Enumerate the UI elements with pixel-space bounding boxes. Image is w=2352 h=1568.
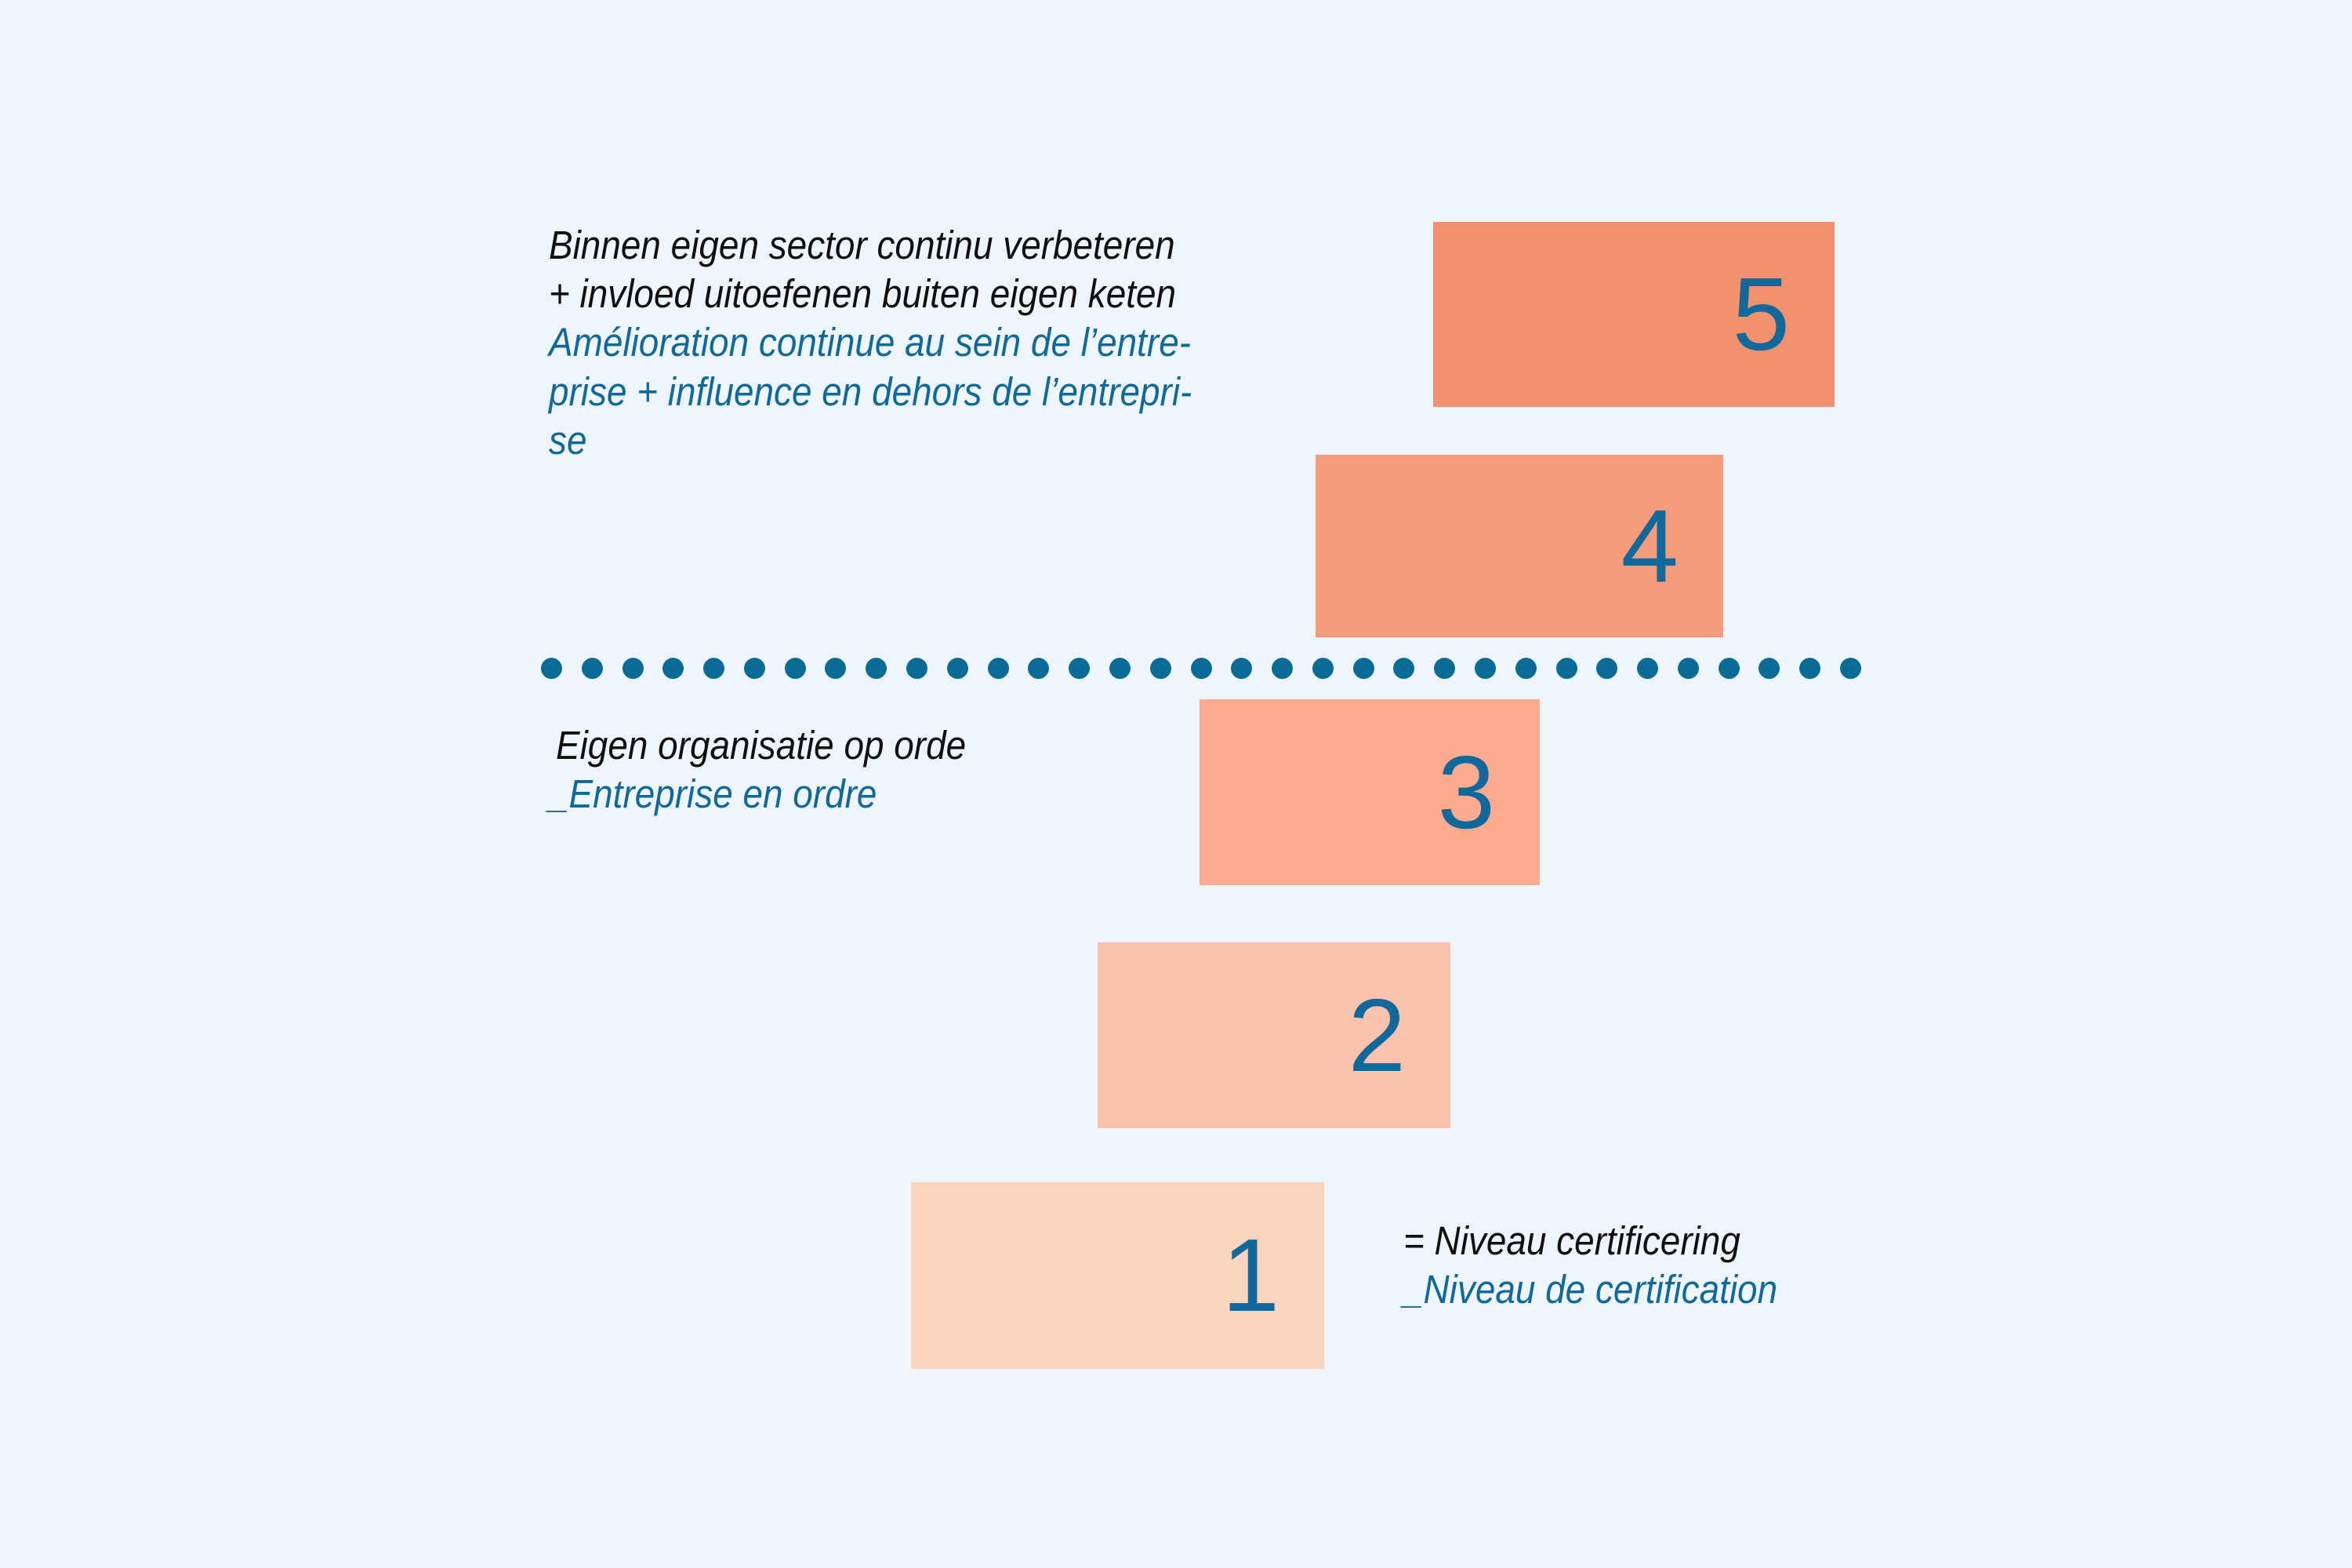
certification-legend-block: = Niveau certificering _Niveau de certif… xyxy=(1403,1217,2031,1314)
divider-dot xyxy=(1069,657,1091,679)
divider-dot xyxy=(622,657,644,679)
legend-fr-line-1: _Niveau de certification xyxy=(1403,1267,1778,1312)
top-description-block: Binnen eigen sector continu verbeteren +… xyxy=(549,221,1333,465)
level-bar-5-number: 5 xyxy=(1732,256,1790,372)
level-bar-4-number: 4 xyxy=(1621,488,1679,604)
divider-dot xyxy=(1190,657,1212,679)
divider-dot xyxy=(825,657,847,679)
divider-dot xyxy=(1637,657,1659,679)
divider-dot xyxy=(946,657,968,679)
divider-dot xyxy=(1555,657,1577,679)
level-bar-4: 4 xyxy=(1316,455,1723,637)
divider-dot xyxy=(1352,657,1374,679)
divider-dot xyxy=(662,657,684,679)
divider-dot xyxy=(703,657,725,679)
level-bar-3: 3 xyxy=(1200,699,1540,885)
divider-dot xyxy=(1393,657,1415,679)
divider-dot xyxy=(1515,657,1537,679)
divider-dot xyxy=(1434,657,1456,679)
divider-dot xyxy=(581,657,603,679)
divider-dot xyxy=(1840,657,1861,679)
divider-dot xyxy=(1312,657,1334,679)
top-fr-line-2: prise + influence en dehors de l’entrepr… xyxy=(549,368,1192,414)
level-bar-2-number: 2 xyxy=(1348,977,1406,1093)
level-bar-2: 2 xyxy=(1098,942,1450,1128)
level-bar-3-number: 3 xyxy=(1437,734,1495,850)
top-fr-line-3: se xyxy=(549,417,587,463)
level-bar-1: 1 xyxy=(911,1182,1324,1369)
divider-dot xyxy=(866,657,887,679)
middle-description-block: Eigen organisatie op orde _Entreprise en… xyxy=(549,721,1333,818)
middle-fr-line-1: _Entreprise en ordre xyxy=(549,771,877,817)
divider-dot xyxy=(1109,657,1131,679)
divider-dot xyxy=(906,657,928,679)
divider-dot xyxy=(1677,657,1699,679)
divider-dot xyxy=(743,657,765,679)
top-fr-line-1: Amélioration continue au sein de l’entre… xyxy=(549,320,1192,365)
divider-dot xyxy=(541,657,562,679)
level-bar-1-number: 1 xyxy=(1221,1218,1279,1333)
divider-dot xyxy=(987,657,1009,679)
divider-dot xyxy=(1231,657,1253,679)
divider-dot xyxy=(1596,657,1618,679)
divider-dot xyxy=(1149,657,1171,679)
divider-dot xyxy=(1799,657,1821,679)
divider-dot xyxy=(1759,657,1780,679)
top-nl-line-2: + invloed uitoefenen buiten eigen keten xyxy=(549,271,1177,317)
divider-dot xyxy=(1272,657,1294,679)
dotted-divider xyxy=(541,657,1861,679)
divider-dot xyxy=(1028,657,1050,679)
legend-nl-line-1: = Niveau certificering xyxy=(1403,1218,1740,1263)
divider-dot xyxy=(784,657,806,679)
top-nl-line-1: Binnen eigen sector continu verbeteren xyxy=(549,223,1175,267)
middle-nl-line-1: Eigen organisatie op orde xyxy=(556,723,967,768)
level-bar-5: 5 xyxy=(1433,222,1835,407)
divider-dot xyxy=(1474,657,1496,679)
divider-dot xyxy=(1718,657,1740,679)
